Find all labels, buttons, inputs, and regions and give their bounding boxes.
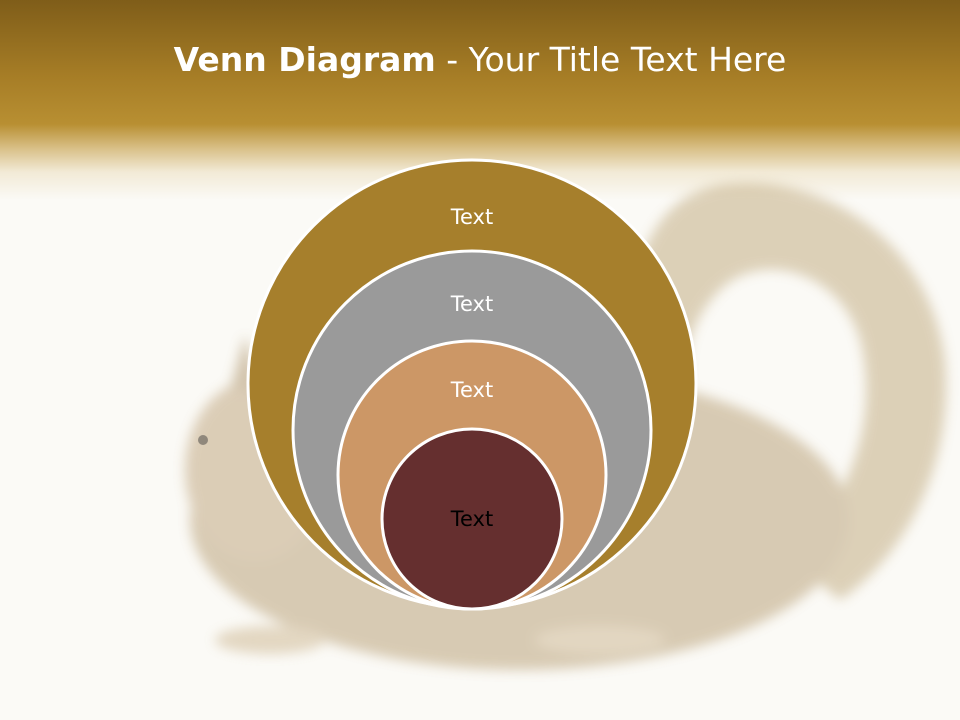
slide-title: Venn Diagram - Your Title Text Here — [0, 40, 960, 79]
title-rest: - Your Title Text Here — [435, 40, 787, 79]
label-inner: Text — [450, 507, 493, 531]
title-bold: Venn Diagram — [173, 40, 436, 79]
label-second: Text — [450, 292, 493, 316]
label-outer: Text — [450, 205, 493, 229]
label-third: Text — [450, 378, 493, 402]
circle-inner — [380, 427, 564, 611]
